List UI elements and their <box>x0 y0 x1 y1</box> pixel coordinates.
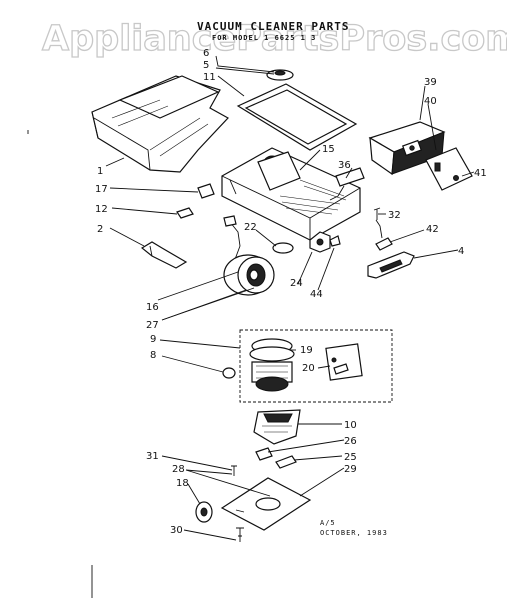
part-41-clip[interactable] <box>425 147 473 191</box>
part-25-pad[interactable] <box>275 455 297 469</box>
part-18-wheel[interactable] <box>195 501 213 523</box>
label-10: 10 <box>344 420 357 431</box>
leader-lines <box>105 55 475 541</box>
part-4-handle[interactable] <box>367 251 415 279</box>
watermark-text: AppliancePartsPros.com <box>42 19 507 59</box>
part-17-bracket[interactable] <box>197 183 215 199</box>
label-28: 28 <box>172 464 185 475</box>
callout-labels: 6 5 11 1 15 36 39 40 41 17 12 2 22 32 42… <box>95 48 487 536</box>
part-29-bottom-plate[interactable] <box>220 477 312 531</box>
label-4: 4 <box>458 246 464 257</box>
label-44: 44 <box>310 289 323 300</box>
part-22-o-ring[interactable] <box>272 242 294 254</box>
label-27: 27 <box>146 320 159 331</box>
part-5-6-filter-disc[interactable] <box>266 69 294 81</box>
label-39: 39 <box>424 77 437 88</box>
part-42-cord-clip[interactable] <box>375 219 393 251</box>
label-41: 41 <box>474 168 487 179</box>
label-31: 31 <box>146 451 159 462</box>
part-8-nut[interactable] <box>222 367 236 379</box>
part-24-fan[interactable] <box>309 231 331 253</box>
part-31-screw[interactable] <box>231 465 237 476</box>
diagram-title: VACUUM CLEANER PARTS <box>197 20 349 33</box>
part-16-motor-end[interactable] <box>223 215 275 296</box>
label-24: 24 <box>290 278 303 289</box>
label-25: 25 <box>344 452 357 463</box>
label-40: 40 <box>424 96 437 107</box>
label-30: 30 <box>170 525 183 536</box>
part-1-front-cover[interactable] <box>91 75 229 173</box>
label-18: 18 <box>176 478 189 489</box>
part-10-impeller-housing[interactable] <box>253 409 301 445</box>
part-36-switch[interactable] <box>329 167 365 201</box>
part-11-gasket-frame[interactable] <box>236 83 358 151</box>
label-29: 29 <box>344 464 357 475</box>
label-2: 2 <box>97 224 103 235</box>
model-subtitle: FOR MODEL 1 6625 1 3 <box>212 34 316 42</box>
label-42: 42 <box>426 224 439 235</box>
label-6: 6 <box>203 48 209 59</box>
label-16: 16 <box>146 302 159 313</box>
label-17: 17 <box>95 184 108 195</box>
label-22: 22 <box>244 222 257 233</box>
label-11: 11 <box>203 72 216 83</box>
label-26: 26 <box>344 436 357 447</box>
part-32-screw[interactable] <box>373 207 381 220</box>
part-44-clip[interactable] <box>329 235 341 247</box>
label-1: 1 <box>97 166 103 177</box>
part-2-bracket[interactable] <box>140 241 188 269</box>
part-30-screw[interactable] <box>236 527 244 542</box>
part-12-latch[interactable] <box>176 207 194 219</box>
footer-code: A/5 <box>320 519 336 527</box>
part-15-main-housing[interactable] <box>221 147 361 241</box>
part-26-spacer[interactable] <box>255 447 273 461</box>
label-8: 8 <box>150 350 156 361</box>
label-15: 15 <box>322 144 335 155</box>
part-39-handle-bracket[interactable] <box>368 121 446 176</box>
label-32: 32 <box>388 210 401 221</box>
footer-date: OCTOBER, 1983 <box>320 529 388 537</box>
label-20: 20 <box>302 363 315 374</box>
label-5: 5 <box>203 60 209 71</box>
part-9-motor-kit-box[interactable] <box>239 329 393 403</box>
label-19: 19 <box>300 345 313 356</box>
label-12: 12 <box>95 204 108 215</box>
label-36: 36 <box>338 160 351 171</box>
label-9: 9 <box>150 334 156 345</box>
